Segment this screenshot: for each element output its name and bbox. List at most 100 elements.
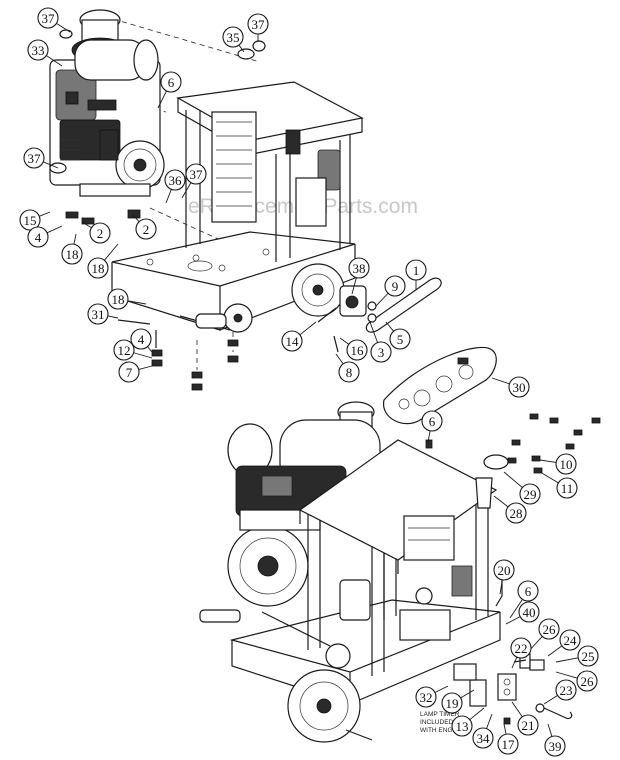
callout-label: 11 [561,481,574,496]
callout-label: 5 [397,332,404,347]
leader-line [511,701,523,718]
callout-label: 6 [168,75,175,90]
callout-circle [222,26,244,48]
callout-c26a: 26 [527,618,560,653]
leader-line [486,713,493,729]
callout-label: 13 [456,719,469,734]
callout-c6b: 6 [421,410,443,443]
callout-label: 37 [190,167,204,182]
leader-line [493,495,509,508]
callout-circle [518,601,540,623]
leader-line [385,321,394,332]
callout-c25: 25 [555,645,599,667]
callout-c18b: 18 [87,243,119,279]
leader-line [165,189,172,204]
callout-circle [130,328,152,350]
callout-circle [559,629,581,651]
callout-label: 28 [510,506,523,521]
callout-label: 40 [523,605,536,620]
callout-label: 14 [286,334,300,349]
callout-label: 12 [118,343,131,358]
callout-circle [23,147,45,169]
callout-c6c: 6 [509,580,539,619]
leader-line [147,346,153,353]
callout-circle [517,580,539,602]
callout-circle [27,39,49,61]
callout-label: 18 [92,261,105,276]
callout-label: 3 [378,345,385,360]
callout-c18a: 18 [61,233,83,265]
callout-label: 18 [66,247,79,262]
callout-circle [415,686,437,708]
callout-c16: 16 [339,337,368,361]
callout-label: 26 [581,674,595,689]
leader-line [427,430,431,443]
callout-c40: 40 [505,601,540,625]
callout-label: 39 [549,739,562,754]
leader-line [81,221,92,229]
callout-circle [118,361,140,383]
callout-circle [160,71,182,93]
callout-circle [517,714,539,736]
leader-line [539,459,557,463]
leader-line [369,321,378,343]
callout-circle [497,733,519,755]
callout-c18c: 18 [107,288,147,310]
callout-c28: 28 [493,495,527,524]
leader-line [543,694,558,705]
callout-circle [576,670,598,692]
callout-label: 8 [346,365,353,380]
callout-label: 34 [477,731,491,746]
callout-circle [107,288,129,310]
callout-label: 16 [351,343,365,358]
callout-label: 7 [126,365,133,380]
callout-circle [538,618,560,640]
callout-label: 24 [564,633,578,648]
callout-c37b: 37 [247,13,269,42]
leader-line [491,377,510,385]
callout-circle [508,376,530,398]
callout-label: 38 [353,261,366,276]
callout-c1: 1 [405,259,427,290]
leader-line [157,90,167,109]
callout-label: 31 [92,307,105,322]
callout-label: 10 [560,457,573,472]
callout-label: 23 [560,683,573,698]
callout-label: 20 [498,563,511,578]
callout-circle [555,679,577,701]
note-line-1: LAMP TIMER [420,711,460,718]
callout-label: 1 [413,263,420,278]
callout-label: 15 [24,213,37,228]
callout-label: 4 [35,230,42,245]
callout-label: 29 [524,487,537,502]
callout-circle [346,339,368,361]
callout-c39: 39 [544,723,566,757]
callout-circle [505,502,527,524]
leader-line [351,277,357,295]
leader-line [299,321,317,336]
callout-label: 2 [97,226,104,241]
callout-c22: 22 [510,637,532,669]
note-line-3: WITH ENGINE [420,727,464,734]
callout-c37c: 37 [23,147,59,169]
callout-c6a: 6 [157,71,182,109]
callout-circle [472,727,494,749]
note-line-2: INCLUDED [420,719,454,726]
callout-c2a: 2 [81,221,111,244]
callout-c26b: 26 [555,670,598,692]
callout-circle [185,163,207,185]
callout-circle [164,169,186,191]
leader-line [511,656,518,669]
leader-line [434,685,449,693]
leader-line [104,243,119,261]
callout-label: 17 [502,737,516,752]
callout-c4b: 4 [130,328,153,353]
leader-line [460,689,475,699]
leader-line [539,471,559,484]
callout-label: 32 [420,690,433,705]
callout-circle [519,483,541,505]
callout-circle [421,410,443,432]
leader-line [555,671,578,679]
callout-label: 21 [522,718,535,733]
